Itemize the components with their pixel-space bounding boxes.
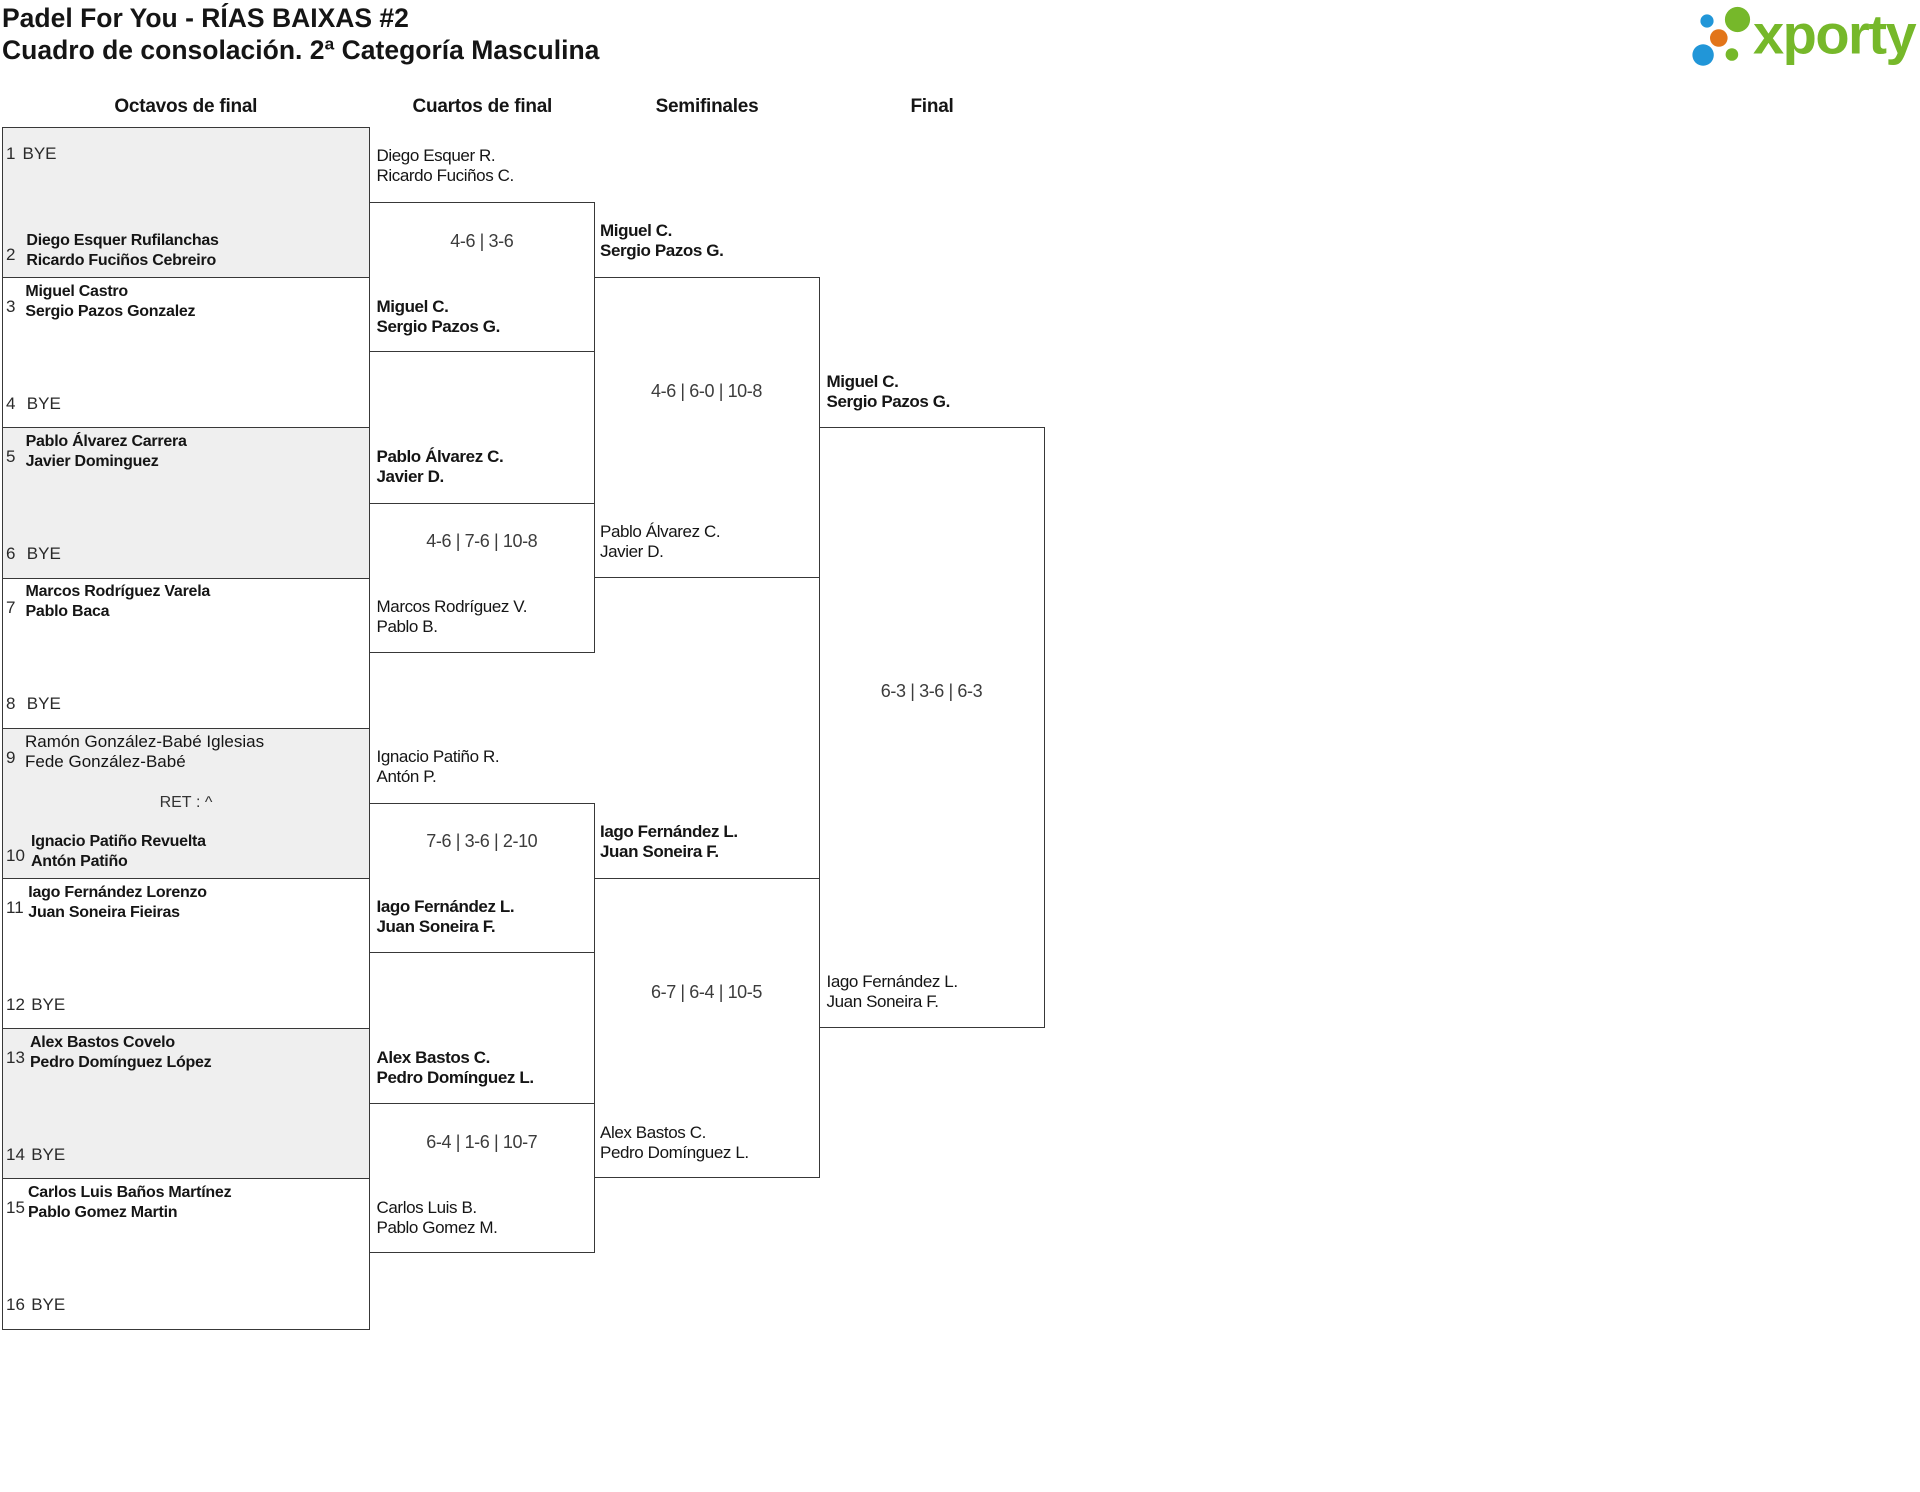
svg-text:xporty: xporty	[1753, 3, 1917, 66]
